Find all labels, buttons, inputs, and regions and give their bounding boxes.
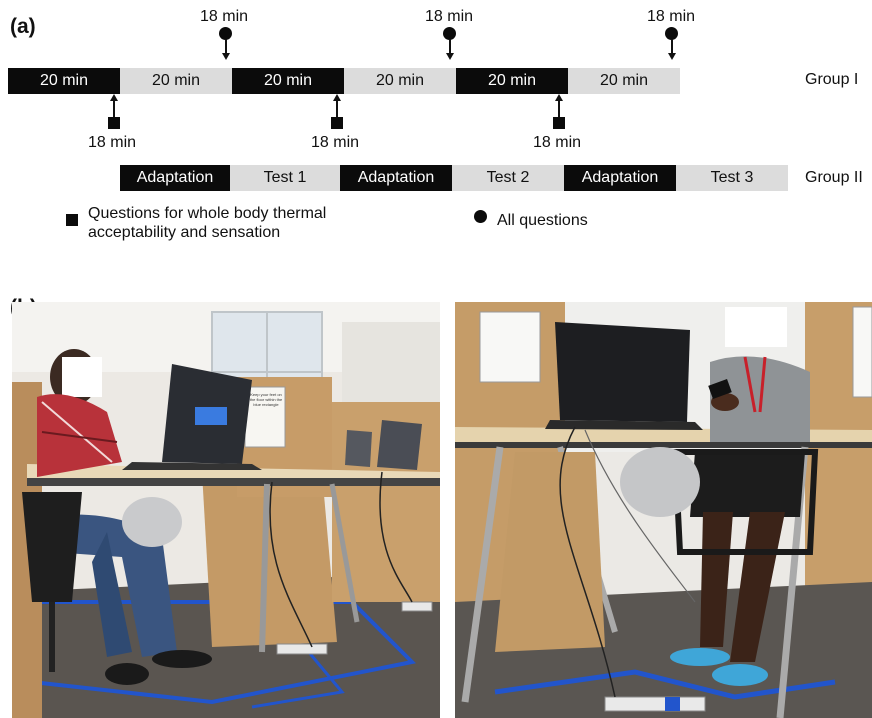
bottom-marker-3-label: 18 min <box>533 134 582 151</box>
top-marker-2-line <box>449 39 451 53</box>
group2-segment-6: Test 3 <box>676 165 788 191</box>
left-photo-illustration <box>12 302 440 718</box>
top-marker-1-arrow-icon <box>222 53 230 60</box>
group1-segment-5: 20 min <box>456 68 568 94</box>
top-marker-2-circle-icon <box>443 27 456 40</box>
bottom-marker-2-line <box>336 100 338 117</box>
group2-segment-2: Test 1 <box>230 165 340 191</box>
group1-label: Group I <box>805 71 859 88</box>
group1-segment-6: 20 min <box>568 68 680 94</box>
group2-segment-4: Test 2 <box>452 165 564 191</box>
top-marker-1-label: 18 min <box>200 8 249 25</box>
bottom-marker-2-square-icon <box>331 117 343 129</box>
top-marker-2-label: 18 min <box>425 8 474 25</box>
right-photo-illustration <box>455 302 872 718</box>
top-marker-3-circle-icon <box>665 27 678 40</box>
bottom-marker-3-line <box>558 100 560 117</box>
bottom-marker-1-line <box>113 100 115 117</box>
group2-segment-1: Adaptation <box>120 165 230 191</box>
legend-square-text-line1: Questions for whole body thermal <box>88 205 327 222</box>
group1-segment-4: 20 min <box>344 68 456 94</box>
bottom-marker-1-arrow-icon <box>110 94 118 101</box>
group1-segment-1: 20 min <box>8 68 120 94</box>
bottom-marker-2-arrow-icon <box>333 94 341 101</box>
legend-square-text-line2: acceptability and sensation <box>88 224 281 241</box>
left-photo-sign-text: Keep your feet on the floor within the b… <box>249 392 283 407</box>
right-photo <box>455 302 872 718</box>
bottom-marker-1-square-icon <box>108 117 120 129</box>
group1-segment-2: 20 min <box>120 68 232 94</box>
top-marker-1-circle-icon <box>219 27 232 40</box>
legend-circle-icon <box>474 210 487 223</box>
top-marker-2-arrow-icon <box>446 53 454 60</box>
legend-square-icon <box>66 214 78 226</box>
top-marker-3-line <box>671 39 673 53</box>
group1-segment-3: 20 min <box>232 68 344 94</box>
bottom-marker-1-label: 18 min <box>88 134 137 151</box>
left-photo: Keep your feet on the floor within the b… <box>12 302 440 718</box>
bottom-marker-3-arrow-icon <box>555 94 563 101</box>
top-marker-1-line <box>225 39 227 53</box>
bottom-marker-2-label: 18 min <box>311 134 360 151</box>
panel-a-label: (a) <box>10 15 36 38</box>
top-marker-3-label: 18 min <box>647 8 696 25</box>
legend-circle-text: All questions <box>497 212 588 229</box>
top-marker-3-arrow-icon <box>668 53 676 60</box>
group2-label: Group II <box>805 169 863 186</box>
bottom-marker-3-square-icon <box>553 117 565 129</box>
group2-segment-5: Adaptation <box>564 165 676 191</box>
group2-segment-3: Adaptation <box>340 165 452 191</box>
